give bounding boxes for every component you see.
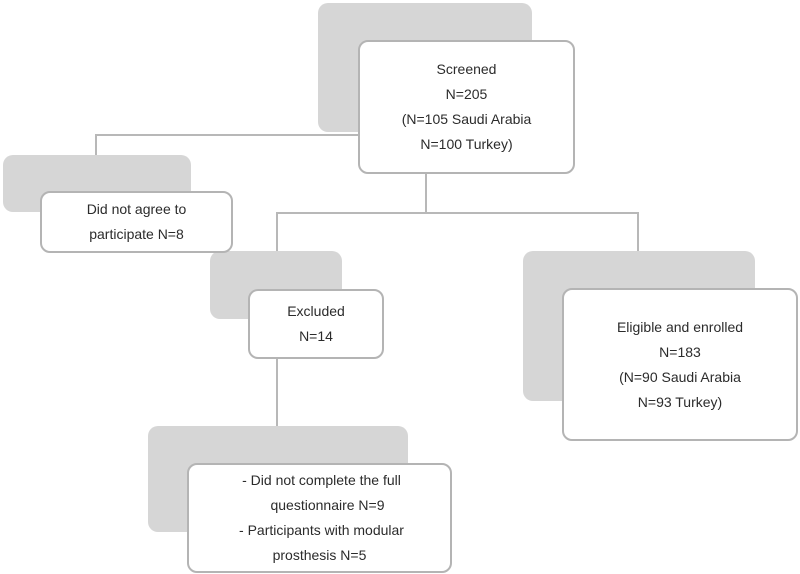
- reason-1-line-1: - Did not complete the full: [242, 472, 401, 488]
- connector-screened-stem: [425, 172, 427, 214]
- connector-not-agree-drop: [95, 134, 97, 156]
- reason-1-line-2: questionnaire N=9: [270, 497, 385, 513]
- connector-to-excluded: [276, 212, 278, 252]
- screened-count: N=205: [445, 86, 488, 102]
- enrolled-turkey: N=93 Turkey): [637, 393, 723, 410]
- connector-branch-bar: [276, 212, 639, 214]
- screened-saudi: (N=105 Saudi Arabia: [401, 111, 532, 127]
- excluded-count: N=14: [299, 328, 333, 344]
- connector-excluded-to-reasons: [276, 358, 278, 426]
- enrolled-box: Eligible and enrolled N=183 (N=90 Saudi …: [562, 288, 798, 441]
- reasons-box: - Did not complete the full questionnair…: [187, 463, 452, 573]
- not-agree-line-2: participate N=8: [89, 226, 184, 242]
- reason-2-line-1: - Participants with modular: [239, 522, 404, 538]
- excluded-title: Excluded: [287, 303, 345, 319]
- not-agree-line-1: Did not agree to: [86, 201, 187, 217]
- connector-to-enrolled: [637, 212, 639, 252]
- screened-box: Screened N=205 (N=105 Saudi Arabia N=100…: [358, 40, 575, 174]
- connector-screened-to-not-agree: [95, 134, 360, 136]
- enrolled-title: Eligible and enrolled: [616, 318, 744, 335]
- excluded-box: Excluded N=14: [248, 289, 384, 359]
- not-agree-box: Did not agree to participate N=8: [40, 191, 233, 253]
- enrolled-count: N=183: [659, 343, 701, 360]
- enrolled-saudi: (N=90 Saudi Arabia: [619, 368, 741, 385]
- screened-turkey: N=100 Turkey): [420, 136, 513, 152]
- reason-2-line-2: prosthesis N=5: [272, 547, 367, 563]
- screened-title: Screened: [436, 61, 497, 77]
